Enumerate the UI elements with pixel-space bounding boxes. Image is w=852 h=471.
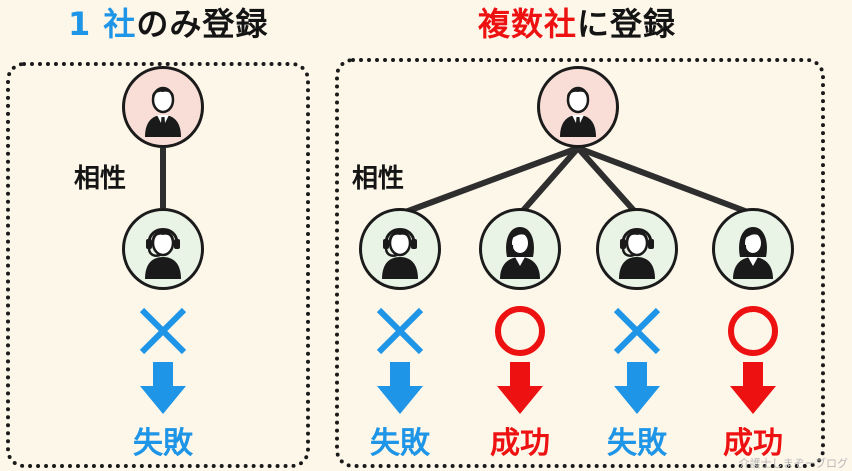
businessman-icon (546, 75, 610, 139)
right-title: 複数社に登録 (478, 2, 676, 46)
right-operator-avatar-3 (596, 208, 678, 290)
left-relation-label: 相性 (74, 164, 127, 194)
left-title-highlight: 1 社 (68, 5, 137, 43)
right-relation-label: 相性 (352, 164, 405, 194)
right-title-highlight: 複数社 (478, 5, 578, 43)
right-boss-avatar (537, 66, 619, 148)
cross-mark-icon (376, 307, 424, 355)
down-arrow-icon (140, 362, 186, 414)
left-panel (6, 62, 310, 468)
left-result-label: 失敗 (133, 426, 193, 461)
female-operator-icon (721, 217, 785, 281)
female-operator-icon (488, 217, 552, 281)
left-title-rest: のみ登録 (136, 5, 269, 43)
watermark: 介護士しまぞーブログ (738, 457, 848, 470)
left-title: 1 社のみ登録 (68, 2, 268, 46)
left-boss-avatar (122, 66, 204, 148)
circle-mark-icon (495, 306, 545, 356)
circle-mark-icon (728, 306, 778, 356)
male-operator-icon (131, 217, 195, 281)
businessman-icon (131, 75, 195, 139)
down-arrow-icon (614, 362, 660, 414)
right-result-label-1: 失敗 (370, 426, 430, 461)
right-result-label-4: 成功 (723, 426, 783, 461)
left-operator-avatar (122, 208, 204, 290)
cross-mark-icon (139, 307, 187, 355)
cross-mark-icon (613, 307, 661, 355)
right-operator-avatar-4 (712, 208, 794, 290)
male-operator-icon (605, 217, 669, 281)
down-arrow-icon (497, 362, 543, 414)
right-connector-line-4 (576, 145, 755, 217)
right-connector-line-1 (398, 145, 580, 217)
right-connector-line-2 (517, 146, 581, 216)
down-arrow-icon (377, 362, 423, 414)
male-operator-icon (368, 217, 432, 281)
right-panel (335, 58, 825, 468)
right-result-label-2: 成功 (490, 426, 550, 461)
right-operator-avatar-2 (479, 208, 561, 290)
right-operator-avatar-1 (359, 208, 441, 290)
right-result-label-3: 失敗 (607, 426, 667, 461)
right-title-rest: に登録 (577, 5, 677, 43)
right-connector-line-3 (575, 146, 640, 216)
down-arrow-icon (730, 362, 776, 414)
